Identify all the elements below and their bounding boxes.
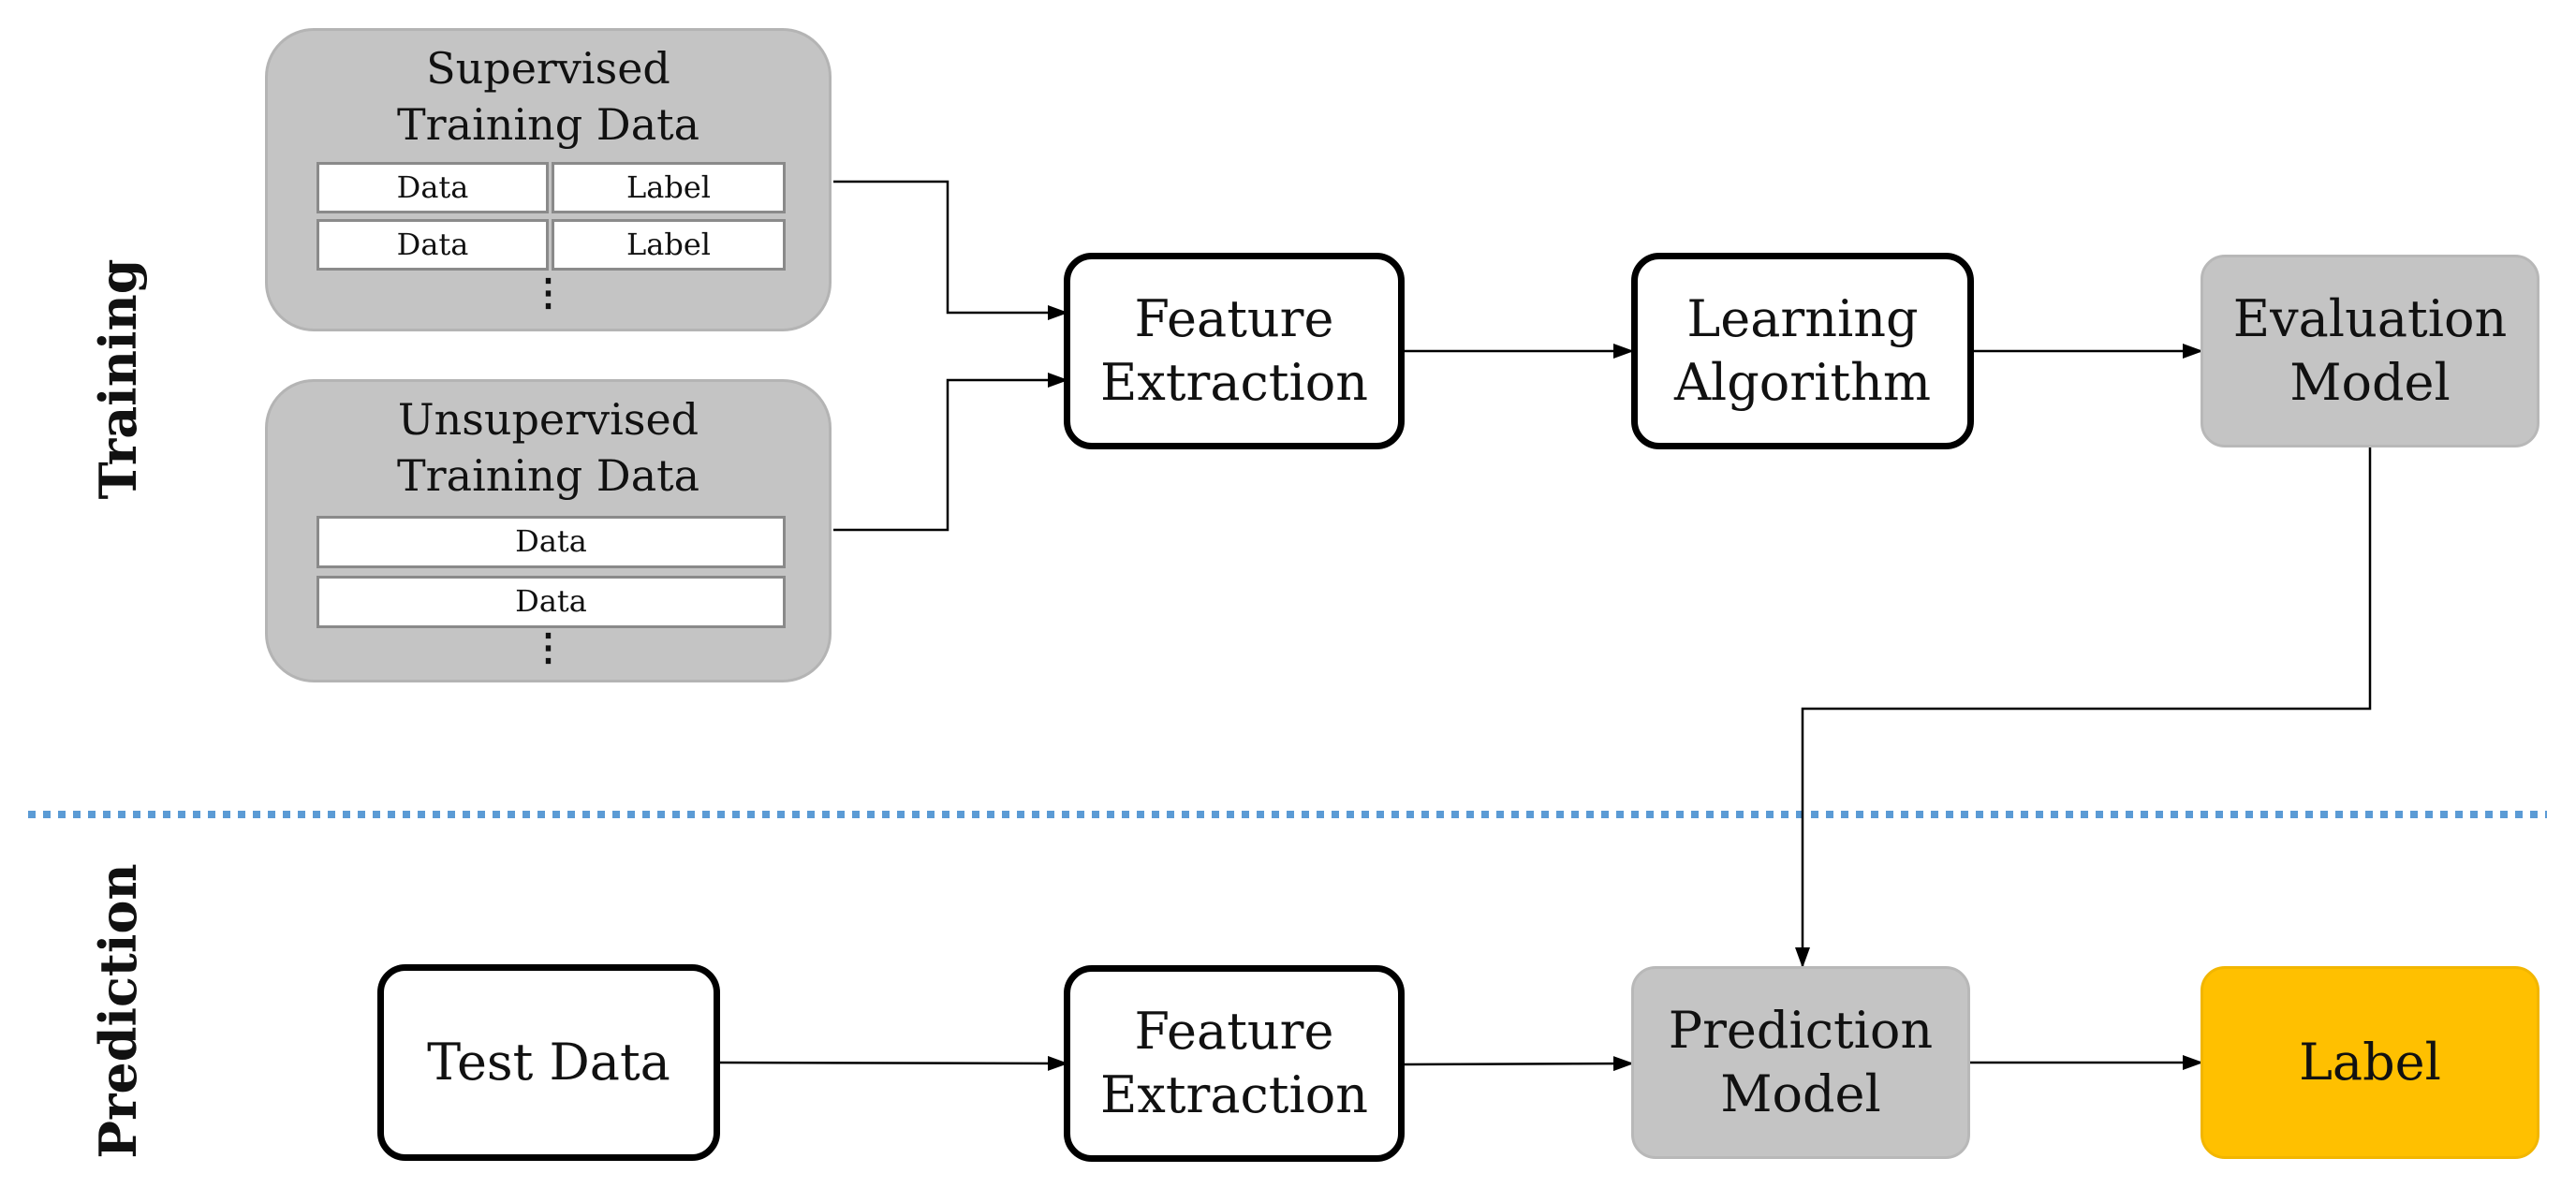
prediction-model-box: Prediction Model (1631, 966, 1970, 1159)
prediction-feature-extraction-line1: Feature (1134, 1002, 1334, 1061)
learning-algorithm-box: Learning Algorithm (1631, 253, 1974, 449)
supervised-row2-data-cell: Data (316, 219, 549, 271)
unsupervised-title-line2: Training Data (396, 450, 700, 501)
arrow-feature-to-prediction-model (1404, 1056, 1634, 1072)
supervised-title-line2: Training Data (396, 99, 700, 150)
training-section-label: Training (88, 258, 148, 500)
supervised-more-rows-indicator: ⋮ (529, 271, 567, 315)
arrow-unsupervised-to-feature (833, 373, 1068, 532)
arrow-supervised-to-feature (833, 180, 1068, 320)
prediction-model-line2: Model (1720, 1064, 1881, 1123)
learning-algorithm-line2: Algorithm (1673, 353, 1932, 412)
arrow-evaluation-to-prediction-model (1795, 447, 2372, 968)
supervised-row2-label-cell: Label (552, 219, 786, 271)
prediction-model-line1: Prediction (1668, 1001, 1934, 1060)
supervised-title-line1: Supervised (426, 43, 670, 94)
training-feature-extraction-line2: Extraction (1099, 353, 1369, 412)
prediction-feature-extraction-line2: Extraction (1099, 1065, 1369, 1124)
training-feature-extraction-line1: Feature (1134, 289, 1334, 348)
test-data-label: Test Data (427, 1033, 670, 1092)
evaluation-model-line2: Model (2289, 353, 2451, 412)
unsupervised-title-line1: Unsupervised (397, 394, 699, 445)
prediction-section-label: Prediction (88, 863, 148, 1159)
unsupervised-row2-data-cell: Data (316, 576, 786, 628)
supervised-row1-data-cell: Data (316, 162, 549, 213)
output-label-box: Label (2201, 966, 2539, 1159)
unsupervised-row1-data-cell: Data (316, 516, 786, 568)
evaluation-model-line1: Evaluation (2232, 289, 2508, 348)
output-label-text: Label (2299, 1033, 2441, 1092)
evaluation-model-box: Evaluation Model (2201, 255, 2539, 447)
unsupervised-more-rows-indicator: ⋮ (529, 625, 567, 669)
learning-algorithm-line1: Learning (1686, 289, 1919, 348)
prediction-feature-extraction-box: Feature Extraction (1064, 965, 1405, 1162)
unsupervised-training-data-group: Unsupervised Training Data Data Data ⋮ (265, 379, 832, 682)
training-feature-extraction-box: Feature Extraction (1064, 253, 1405, 449)
test-data-box: Test Data (377, 964, 720, 1161)
supervised-row1-label-cell: Label (552, 162, 786, 213)
supervised-training-data-group: Supervised Training Data Data Label Data… (265, 28, 832, 331)
